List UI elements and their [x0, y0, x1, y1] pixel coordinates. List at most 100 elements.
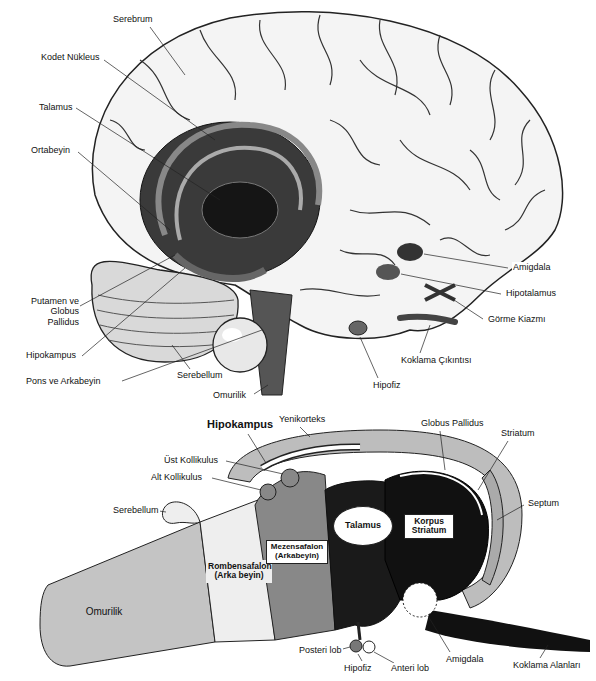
leader-line: [254, 385, 268, 394]
pituitary: [349, 321, 367, 335]
septum: [482, 470, 503, 585]
gyrus: [300, 289, 380, 296]
part-label: Omurilik: [212, 390, 247, 400]
amygdala: [403, 583, 437, 617]
leader-lines-top: [76, 27, 508, 394]
part-label: Üst Kollikulus: [163, 455, 219, 465]
leader-line: [497, 505, 524, 520]
basal-ganglia-cutaway: [140, 122, 320, 278]
region-name: Korpus Striatum: [407, 517, 451, 536]
leader-line: [76, 108, 220, 200]
gyrus: [438, 35, 452, 105]
leader-line: [540, 645, 548, 658]
leader-line: [82, 268, 185, 356]
folium: [108, 340, 222, 347]
part-label: Septum: [527, 498, 560, 508]
part-label: Görme Kiazmı: [487, 314, 547, 324]
part-label: Amigdala: [512, 262, 552, 272]
leader-line: [478, 441, 508, 490]
leader-line: [374, 652, 394, 663]
leader-line: [424, 254, 508, 268]
part-label: Globus Pallidus: [420, 418, 485, 428]
gyrus: [470, 150, 500, 200]
part-label: Hipotalamus: [505, 288, 557, 298]
leader-line: [80, 255, 175, 306]
part-label: Yenikorteks: [278, 414, 326, 424]
anterior-lobe: [363, 641, 375, 653]
leader-line: [360, 337, 378, 378]
part-label: Ortabeyin: [30, 145, 71, 155]
part-label: Striatum: [500, 428, 536, 438]
leader-line: [159, 511, 166, 512]
leader-line: [358, 654, 362, 661]
brain-3d: [91, 12, 562, 395]
gyrus: [340, 250, 395, 265]
olfactory-area: [425, 610, 590, 652]
leader-line: [401, 274, 501, 294]
corpus-striatum-box: Korpus Striatum: [404, 514, 454, 539]
leader-line: [420, 325, 430, 353]
gyrus: [110, 120, 145, 150]
leader-line: [150, 27, 185, 75]
part-label: Talamus: [38, 102, 74, 112]
rhombencephalon-region-label: Rombensafalon (Arka beyin): [206, 560, 272, 583]
hypothalamus: [376, 264, 400, 280]
part-label: Hipokampus: [206, 418, 274, 431]
thalamus-oval: Talamus: [333, 506, 393, 546]
folium: [100, 325, 230, 333]
leader-lines-bottom: [159, 427, 548, 663]
mesencephalon-box: Mezensafalon (Arkabeyin): [266, 540, 328, 564]
folium: [98, 295, 234, 303]
part-label: Alt Kollikulus: [150, 472, 203, 482]
part-label: Serebrum: [112, 14, 154, 24]
leader-line: [212, 478, 261, 490]
leader-line: [300, 427, 310, 437]
hippocampus-outline: [262, 447, 360, 468]
part-label: Putamen ve Globus Pallidus: [28, 296, 80, 327]
gyrus: [379, 20, 397, 95]
gyrus: [440, 238, 490, 256]
gyrus: [360, 60, 430, 115]
inferior-colliculus: [260, 484, 276, 500]
part-label: Hipokampus: [25, 350, 77, 360]
posterior-lobe: [350, 640, 362, 652]
part-label: Amigdala: [445, 654, 485, 664]
region-name: Mezensafalon (Arkabeyin): [269, 543, 325, 561]
part-label: Hipofiz: [343, 663, 373, 673]
part-label: Posteri lob: [298, 645, 343, 655]
part-label: Hipofiz: [372, 380, 402, 390]
superior-colliculus: [281, 469, 299, 487]
region-name: Rombensafalon (Arka beyin): [208, 562, 270, 581]
gyrus: [200, 30, 236, 100]
eye-highlight: [222, 328, 242, 342]
amygdala: [397, 243, 423, 261]
gyrus: [490, 70, 495, 140]
thalamus: [202, 182, 278, 238]
striatum-region: [385, 471, 488, 600]
caudate-arc: [176, 148, 300, 240]
part-label: Anteri lob: [390, 663, 430, 673]
gyrus: [515, 120, 530, 185]
mesencephalon-region: [255, 472, 335, 640]
leader-line: [428, 616, 450, 652]
leader-line: [122, 330, 262, 381]
leader-line: [226, 461, 283, 474]
leader-line: [78, 152, 170, 230]
gyrus: [330, 120, 380, 165]
part-label: Serebellum: [176, 370, 224, 380]
gyrus: [318, 15, 332, 85]
part-label: Pons ve Arkabeyin: [25, 376, 102, 386]
spinal-cord-label-region: Omurilik: [76, 604, 132, 619]
part-label: Kodet Nükleus: [40, 52, 101, 62]
gyri: [110, 15, 545, 296]
leader-line: [104, 60, 215, 140]
folium: [97, 310, 234, 318]
part-label: Koklama Alanları: [512, 660, 582, 670]
part-label: Koklama Çıkıntısı: [400, 355, 473, 365]
region-name: Talamus: [345, 521, 381, 531]
region-name: Omurilik: [78, 606, 130, 617]
pituitary-stalk: [358, 622, 360, 640]
part-label: Serebellum: [112, 505, 160, 515]
